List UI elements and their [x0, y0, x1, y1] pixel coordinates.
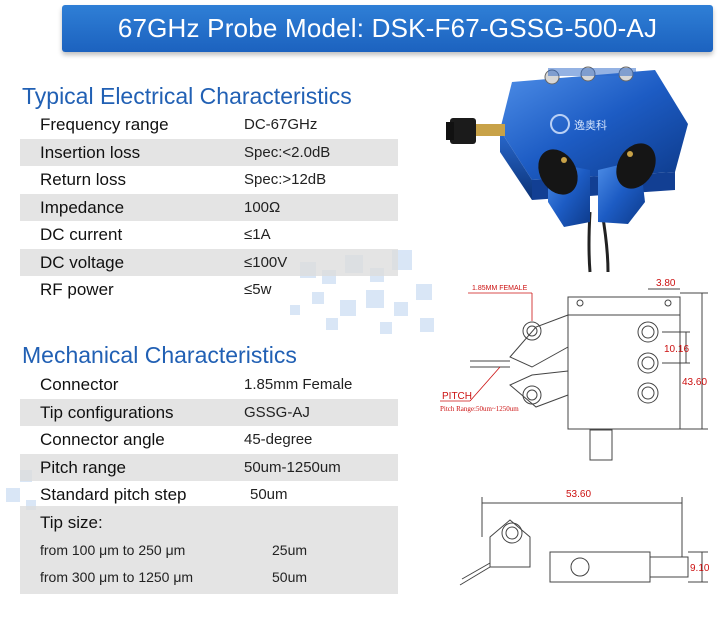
- spec-row: Pitch range 50um-1250um: [20, 453, 398, 481]
- probe-product-image: 逸奥科: [446, 66, 688, 273]
- spec-value: GSSG-AJ: [244, 403, 310, 421]
- brand-logo-text: 逸奥科: [574, 118, 607, 132]
- spec-value: DC-67GHz: [244, 116, 318, 133]
- spec-label: Insertion loss: [40, 142, 141, 162]
- mechanical-section-title: Mechanical Characteristics: [22, 342, 297, 368]
- dimension-length: 53.60: [566, 489, 591, 500]
- tip-size-range: from 300 μm to 1250 μm: [40, 569, 194, 585]
- spec-row: Insertion loss Spec:<2.0dB: [20, 138, 398, 166]
- spec-row: Return loss Spec:>12dB: [20, 166, 398, 194]
- spec-label: DC voltage: [40, 252, 125, 272]
- spec-row: Connector angle 45-degree: [20, 426, 398, 454]
- spec-value: ≤1A: [244, 226, 271, 243]
- spec-row: DC voltage ≤100V: [20, 248, 398, 276]
- product-title-banner: 67GHz Probe Model: DSK-F67-GSSG-500-AJ: [62, 5, 713, 52]
- spec-label: Return loss: [40, 170, 126, 189]
- dimension-side: 9.10: [690, 563, 710, 574]
- spec-value: 45-degree: [244, 431, 313, 448]
- pitch-range-note: Pitch Range:50um~1250um: [440, 405, 519, 413]
- spec-label: Pitch range: [40, 457, 126, 477]
- electrical-spec-table: Frequency range DC-67GHz Insertion loss …: [20, 111, 398, 304]
- spec-label: Connector: [40, 375, 119, 394]
- spec-label: RF power: [40, 280, 114, 299]
- spec-row: Tip configurations GSSG-AJ: [20, 398, 398, 426]
- spec-label: Impedance: [40, 197, 125, 217]
- dimension-top: 3.80: [656, 278, 676, 289]
- dimension-height: 43.60: [682, 377, 707, 388]
- banner-title: 67GHz Probe Model: DSK-F67-GSSG-500-AJ: [117, 13, 658, 43]
- spec-value: 50um-1250um: [244, 458, 341, 476]
- tip-size-box: Tip size: from 100 μm to 250 μm 25um fro…: [20, 506, 398, 594]
- tip-size-step: 25um: [272, 542, 308, 558]
- spec-value: 50um: [250, 486, 288, 503]
- dimension-hole-spacing: 10.16: [664, 344, 689, 355]
- spec-value: ≤5w: [244, 281, 272, 298]
- mechanical-spec-table: Connector 1.85mm Female Tip configuratio…: [20, 371, 398, 509]
- spec-value: Spec:>12dB: [244, 171, 327, 188]
- spec-row: RF power ≤5w: [20, 276, 398, 304]
- spec-row: Connector 1.85mm Female: [20, 371, 398, 399]
- tip-size-step: 50um: [272, 569, 308, 585]
- tip-size-range: from 100 μm to 250 μm: [40, 542, 186, 558]
- spec-value: Spec:<2.0dB: [244, 143, 331, 161]
- spec-label: Frequency range: [40, 115, 169, 134]
- spec-label: DC current: [40, 225, 123, 244]
- spec-label: Standard pitch step: [40, 485, 187, 504]
- spec-value: 100Ω: [244, 198, 281, 216]
- dimension-drawing: 1.85MM FEMALE PITCH Pitch Range:50um~125…: [440, 278, 710, 586]
- spec-label: Connector angle: [40, 430, 165, 449]
- spec-row: Standard pitch step 50um: [20, 481, 398, 509]
- tip-size-title: Tip size:: [40, 513, 103, 532]
- electrical-section-title: Typical Electrical Characteristics: [22, 83, 352, 109]
- spec-row: Frequency range DC-67GHz: [20, 111, 398, 139]
- connector-callout: 1.85MM FEMALE: [472, 285, 528, 292]
- spec-row: DC current ≤1A: [20, 221, 398, 249]
- pitch-callout: PITCH: [442, 391, 472, 402]
- spec-value: 1.85mm Female: [244, 376, 353, 393]
- spec-row: Impedance 100Ω: [20, 193, 398, 221]
- spec-value: ≤100V: [244, 253, 288, 271]
- spec-label: Tip configurations: [40, 402, 174, 422]
